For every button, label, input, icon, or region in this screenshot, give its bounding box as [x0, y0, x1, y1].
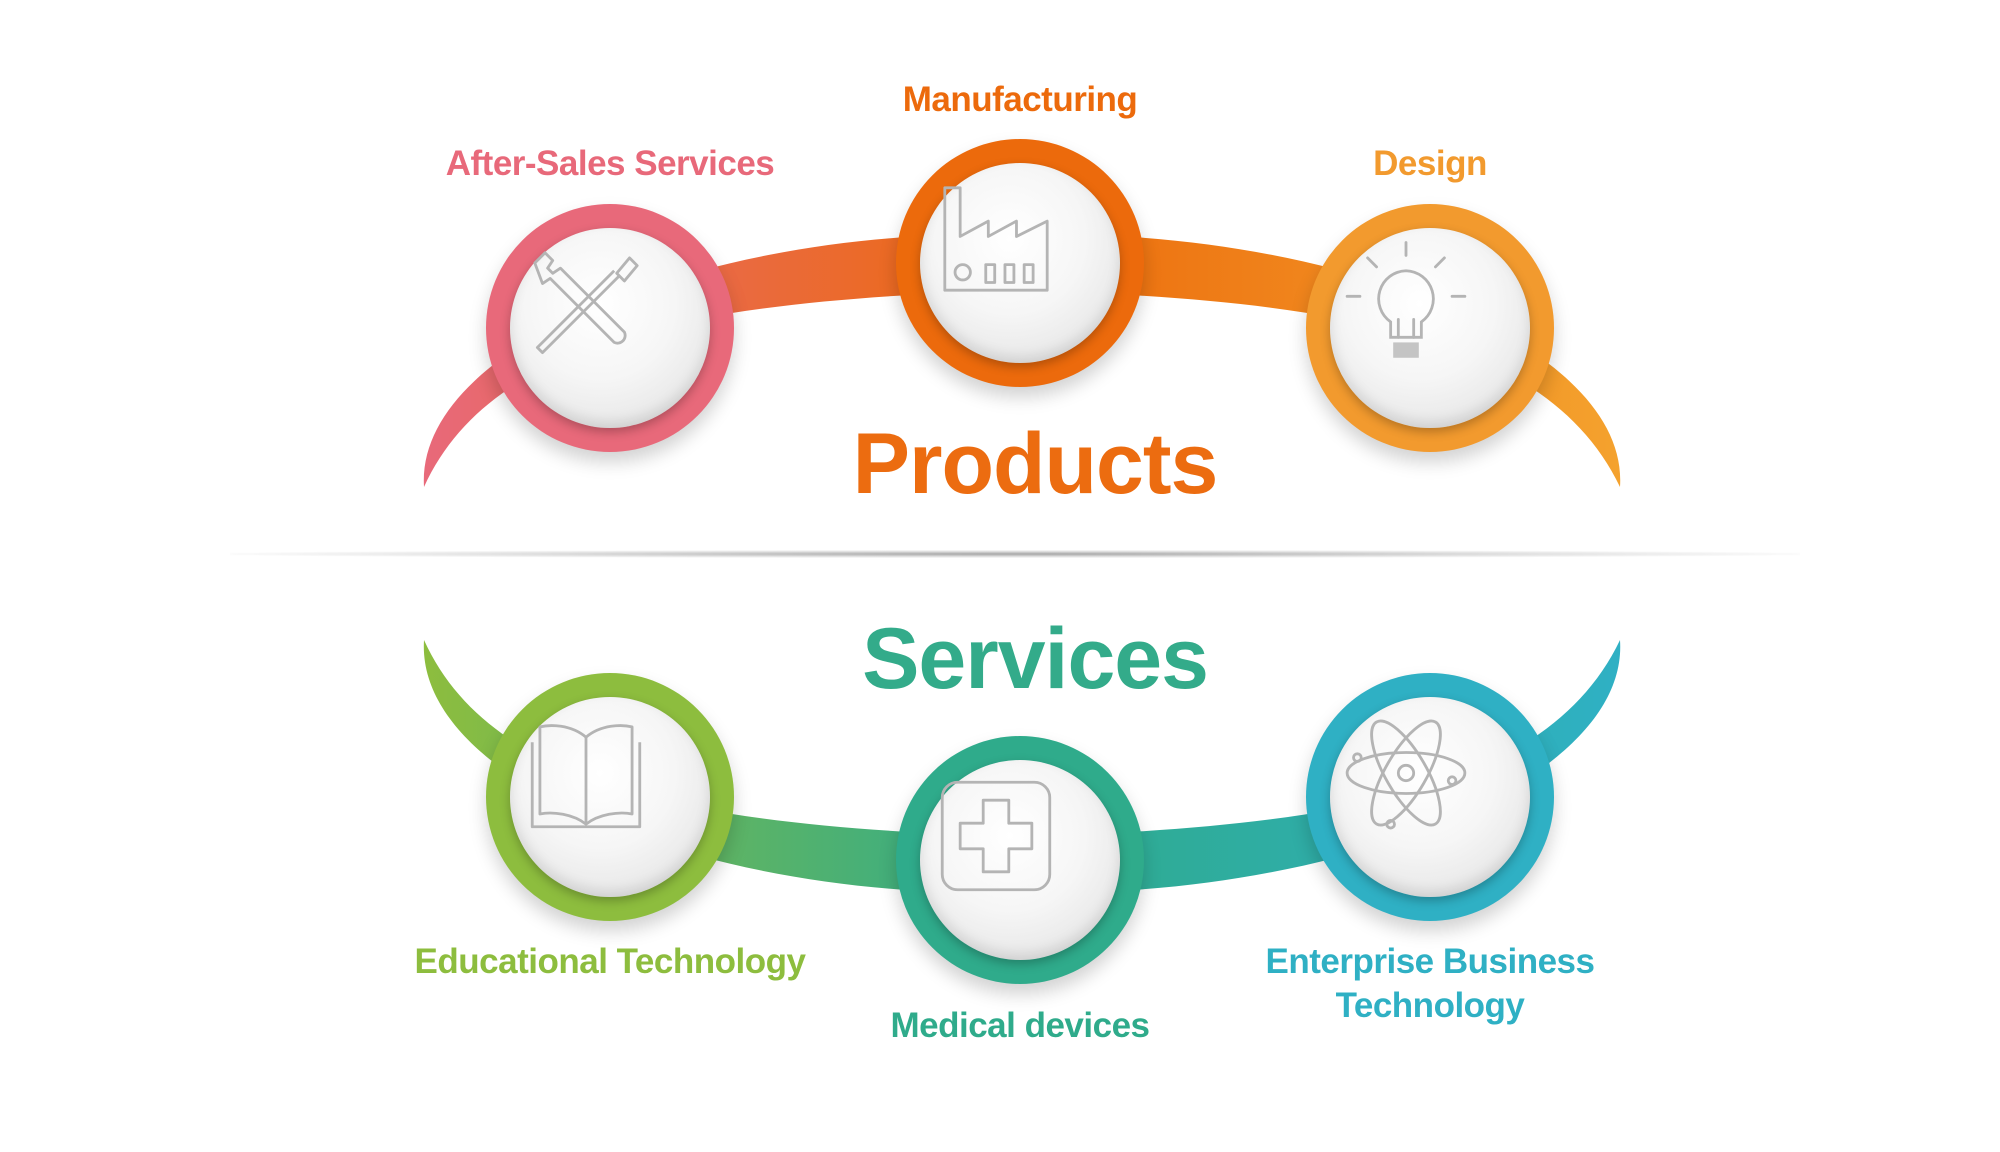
- atom-icon: [1345, 719, 1467, 830]
- after-sales-node: [486, 204, 734, 452]
- open-book-icon: [530, 724, 642, 829]
- educational-technology-node: [486, 673, 734, 921]
- medical-cross-icon: [940, 780, 1052, 892]
- enterprise-business-label: Enterprise Business Technology: [1266, 942, 1595, 1026]
- factory-icon: [943, 186, 1049, 292]
- enterprise-business-label-line2: Technology: [1335, 986, 1525, 1025]
- design-label: Design: [1373, 144, 1487, 183]
- design-node: [1306, 204, 1554, 452]
- educational-technology-label: Educational Technology: [414, 942, 806, 981]
- manufacturing-label: Manufacturing: [902, 80, 1138, 119]
- manufacturing-node: [896, 139, 1144, 387]
- services-title: Services: [862, 611, 1209, 707]
- after-sales-label: After-Sales Services: [445, 144, 775, 183]
- medical-devices-node: [896, 736, 1144, 984]
- section-divider: [230, 550, 1800, 558]
- lightbulb-icon: [1345, 241, 1467, 358]
- enterprise-business-label-line1: Enterprise Business: [1265, 942, 1595, 981]
- products-title: Products: [852, 416, 1219, 512]
- medical-devices-label: Medical devices: [890, 1006, 1150, 1045]
- wrench-screwdriver-icon: [533, 251, 639, 355]
- enterprise-business-node: [1306, 673, 1554, 921]
